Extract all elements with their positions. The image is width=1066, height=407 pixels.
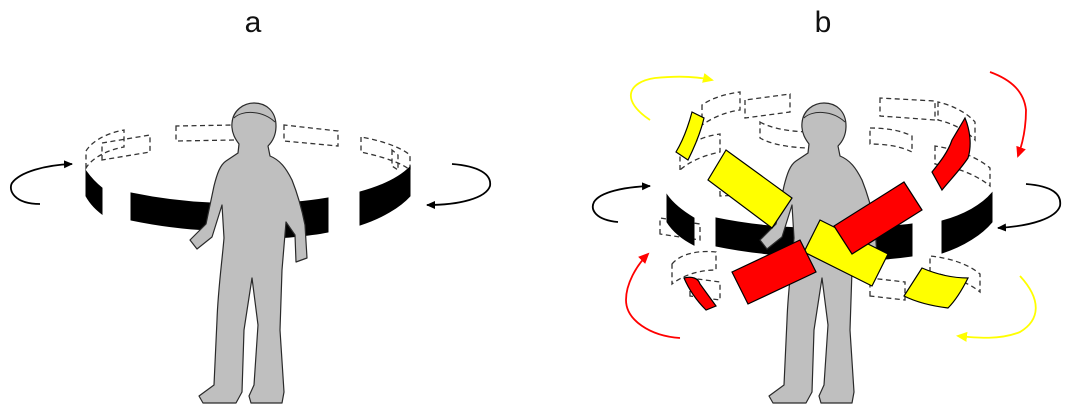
panel-b: b — [593, 6, 1060, 403]
panel-a: a — [11, 6, 490, 403]
human-silhouette-icon — [190, 103, 307, 403]
panel-a-label: a — [245, 6, 262, 39]
panel-b-label: b — [815, 6, 832, 39]
